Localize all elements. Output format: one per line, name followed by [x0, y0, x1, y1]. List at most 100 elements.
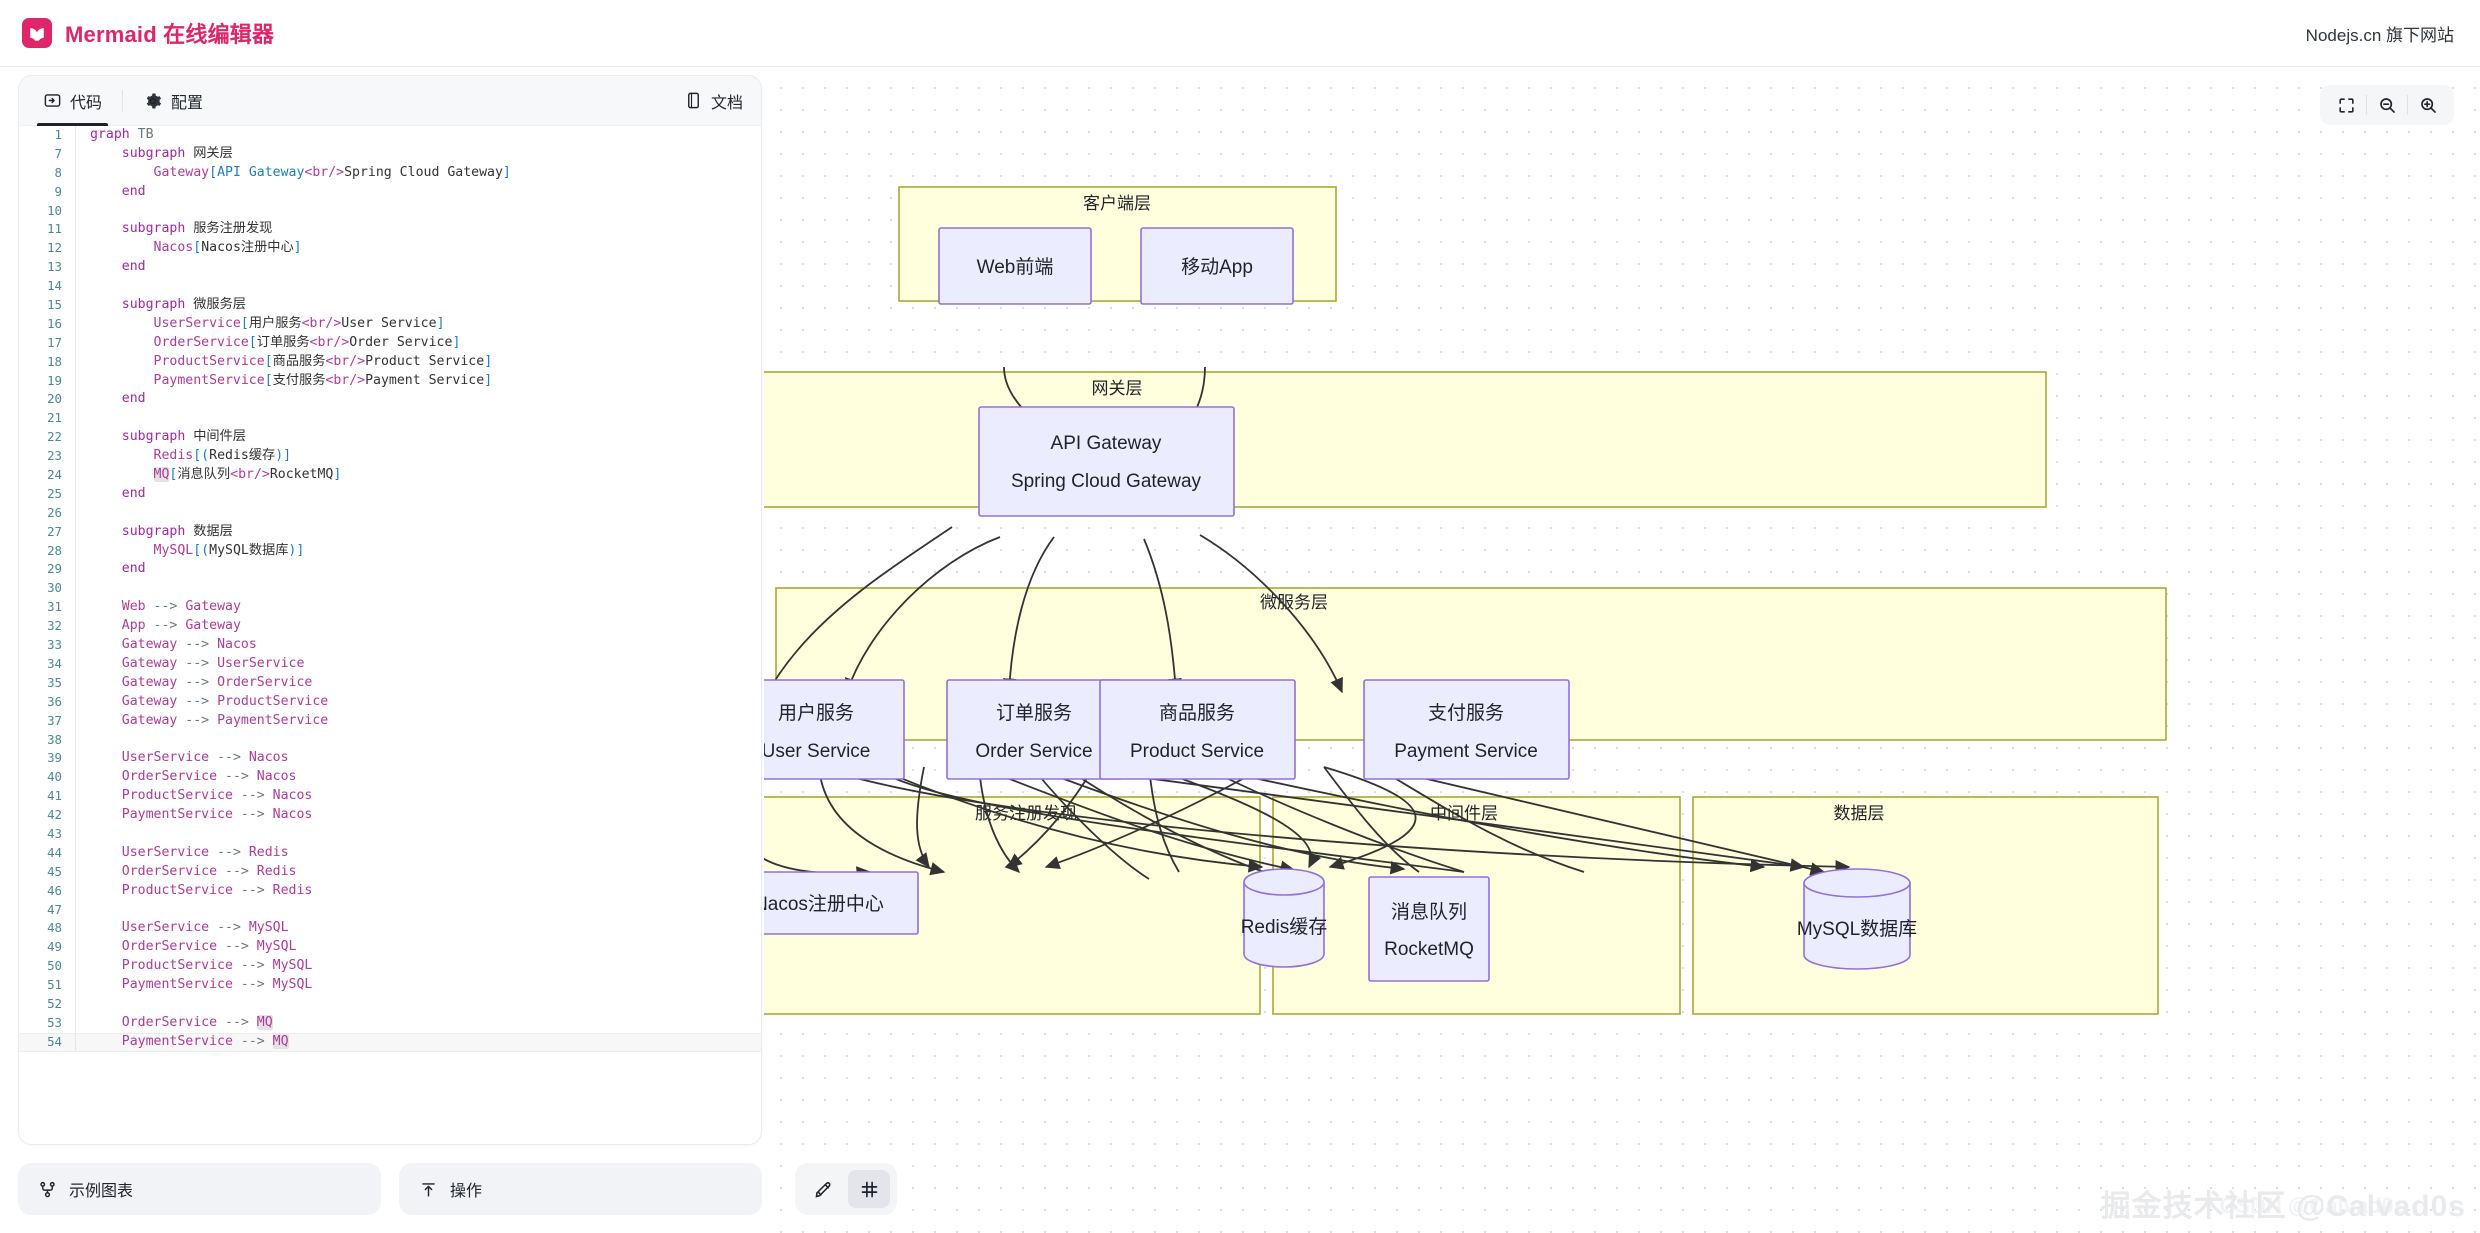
- line-number: 36: [47, 693, 62, 709]
- node-redis[interactable]: Redis缓存: [1241, 868, 1328, 968]
- code-line[interactable]: 13 end: [19, 258, 761, 278]
- gutter-divider: [75, 994, 76, 1014]
- zoom-in-icon[interactable]: [2408, 88, 2448, 122]
- code-text: Gateway --> OrderService: [121, 674, 313, 690]
- edge-gateway-nacos: [764, 526, 953, 880]
- code-line[interactable]: 18 ProductService[商品服务<br/>Product Servi…: [19, 352, 761, 372]
- code-line[interactable]: 21: [19, 409, 761, 429]
- code-line[interactable]: 43: [19, 824, 761, 844]
- code-line[interactable]: 12 Nacos[Nacos注册中心]: [19, 239, 761, 259]
- code-line[interactable]: 52: [19, 994, 761, 1014]
- code-line[interactable]: 8 Gateway[API Gateway<br/>Spring Cloud G…: [19, 163, 761, 183]
- code-line[interactable]: 38: [19, 730, 761, 750]
- gutter-divider: [75, 843, 76, 863]
- code-text: ProductService --> Redis: [121, 882, 313, 898]
- code-line[interactable]: 50 ProductService --> MySQL: [19, 957, 761, 977]
- code-line[interactable]: 51 PaymentService --> MySQL: [19, 976, 761, 995]
- line-number: 28: [47, 542, 62, 558]
- node-order-service[interactable]: 订单服务 Order Service: [946, 679, 1123, 780]
- docs-link[interactable]: 文档: [684, 89, 743, 113]
- node-gateway[interactable]: API Gateway Spring Cloud Gateway: [978, 406, 1235, 517]
- node-mysql[interactable]: MySQL数据库: [1797, 868, 1917, 970]
- code-line[interactable]: 16 UserService[用户服务<br/>User Service]: [19, 314, 761, 334]
- code-line[interactable]: 29 end: [19, 560, 761, 580]
- gutter-divider: [75, 560, 76, 580]
- node-app[interactable]: 移动App: [1140, 227, 1294, 305]
- code-line[interactable]: 45 OrderService --> Redis: [19, 862, 761, 882]
- code-line[interactable]: 30: [19, 579, 761, 599]
- code-line[interactable]: 41 ProductService --> Nacos: [19, 787, 761, 807]
- diagram-canvas[interactable]: 客户端层 网关层 微服务层 服务注册发现 中间件层 数据层: [764, 67, 2480, 1233]
- code-text: subgraph 服务注册发现: [121, 221, 273, 237]
- gutter-divider: [75, 390, 76, 410]
- code-line[interactable]: 20 end: [19, 390, 761, 410]
- code-line[interactable]: 15 subgraph 微服务层: [19, 296, 761, 315]
- tab-code[interactable]: 代码: [37, 76, 109, 126]
- code-line[interactable]: 35 Gateway --> OrderService: [19, 673, 761, 693]
- code-text: App --> Gateway: [121, 618, 241, 634]
- gutter-divider: [75, 503, 76, 523]
- code-line[interactable]: 40 OrderService --> Nacos: [19, 768, 761, 788]
- subgraph-gateway: 网关层: [764, 371, 2047, 508]
- code-line[interactable]: 33 Gateway --> Nacos: [19, 636, 761, 655]
- line-number: 32: [47, 618, 62, 634]
- subgraph-label-client: 客户端层: [1083, 194, 1151, 213]
- gutter-divider: [75, 201, 76, 221]
- code-line[interactable]: 7 subgraph 网关层: [19, 144, 761, 164]
- node-user-service[interactable]: 用户服务 User Service: [764, 679, 905, 780]
- code-line[interactable]: 46 ProductService --> Redis: [19, 881, 761, 901]
- node-web[interactable]: Web前端: [938, 227, 1092, 305]
- code-line[interactable]: 32 App --> Gateway: [19, 617, 761, 637]
- code-text: ProductService --> Nacos: [121, 788, 313, 804]
- code-line[interactable]: 47: [19, 900, 761, 920]
- code-line[interactable]: 10: [19, 201, 761, 221]
- code-line[interactable]: 31 Web --> Gateway: [19, 598, 761, 618]
- code-line[interactable]: 23 Redis[(Redis缓存)]: [19, 447, 761, 467]
- grid-icon[interactable]: [848, 1170, 890, 1208]
- actions-button[interactable]: 操作: [399, 1163, 762, 1215]
- code-text: PaymentService[支付服务<br/>Payment Service]: [153, 372, 493, 388]
- sample-charts-button[interactable]: 示例图表: [18, 1163, 381, 1215]
- node-gateway-line1: API Gateway: [1051, 433, 1162, 454]
- code-text: subgraph 微服务层: [121, 297, 246, 313]
- code-line[interactable]: 14: [19, 277, 761, 297]
- code-line[interactable]: 49 OrderService --> MySQL: [19, 938, 761, 958]
- code-line[interactable]: 48 UserService --> MySQL: [19, 919, 761, 939]
- code-line[interactable]: 28 MySQL[(MySQL数据库)]: [19, 541, 761, 561]
- code-line[interactable]: 39 UserService --> Nacos: [19, 749, 761, 769]
- code-line[interactable]: 36 Gateway --> ProductService: [19, 692, 761, 712]
- code-line[interactable]: 42 PaymentService --> Nacos: [19, 806, 761, 825]
- code-line[interactable]: 53 OrderService --> MQ: [19, 1013, 761, 1033]
- code-line[interactable]: 9 end: [19, 182, 761, 202]
- code-line[interactable]: 26: [19, 503, 761, 523]
- code-line[interactable]: 54 PaymentService --> MQ: [19, 1032, 761, 1052]
- code-line[interactable]: 19 PaymentService[支付服务<br/>Payment Servi…: [19, 371, 761, 391]
- code-line[interactable]: 11 subgraph 服务注册发现: [19, 220, 761, 240]
- line-number: 17: [47, 334, 62, 350]
- node-mq[interactable]: 消息队列 RocketMQ: [1368, 876, 1490, 982]
- fullscreen-icon[interactable]: [2326, 88, 2366, 122]
- zoom-out-icon[interactable]: [2367, 88, 2407, 122]
- code-line[interactable]: 34 Gateway --> UserService: [19, 654, 761, 674]
- tab-config[interactable]: 配置: [137, 76, 209, 126]
- code-line[interactable]: 24 MQ[消息队列<br/>RocketMQ]: [19, 466, 761, 485]
- node-gateway-line2: Spring Cloud Gateway: [1011, 471, 1202, 492]
- code-line[interactable]: 37 Gateway --> PaymentService: [19, 711, 761, 731]
- pen-icon[interactable]: [802, 1170, 844, 1208]
- code-line[interactable]: 44 UserService --> Redis: [19, 843, 761, 863]
- code-line[interactable]: 25 end: [19, 484, 761, 504]
- gutter-divider: [75, 881, 76, 901]
- edge-payment-mq-seg: [1323, 766, 1420, 873]
- code-line[interactable]: 17 OrderService[订单服务<br/>Order Service]: [19, 333, 761, 353]
- brand[interactable]: Mermaid 在线编辑器: [22, 17, 274, 49]
- node-nacos[interactable]: Nacos注册中心: [764, 871, 919, 935]
- node-product-service[interactable]: 商品服务 Product Service: [1099, 679, 1296, 780]
- line-number: 53: [47, 1014, 62, 1030]
- code-line[interactable]: 22 subgraph 中间件层: [19, 428, 761, 448]
- node-payment-service[interactable]: 支付服务 Payment Service: [1363, 679, 1570, 780]
- code-text: Gateway --> ProductService: [121, 693, 329, 709]
- code-line[interactable]: 27 subgraph 数据层: [19, 522, 761, 542]
